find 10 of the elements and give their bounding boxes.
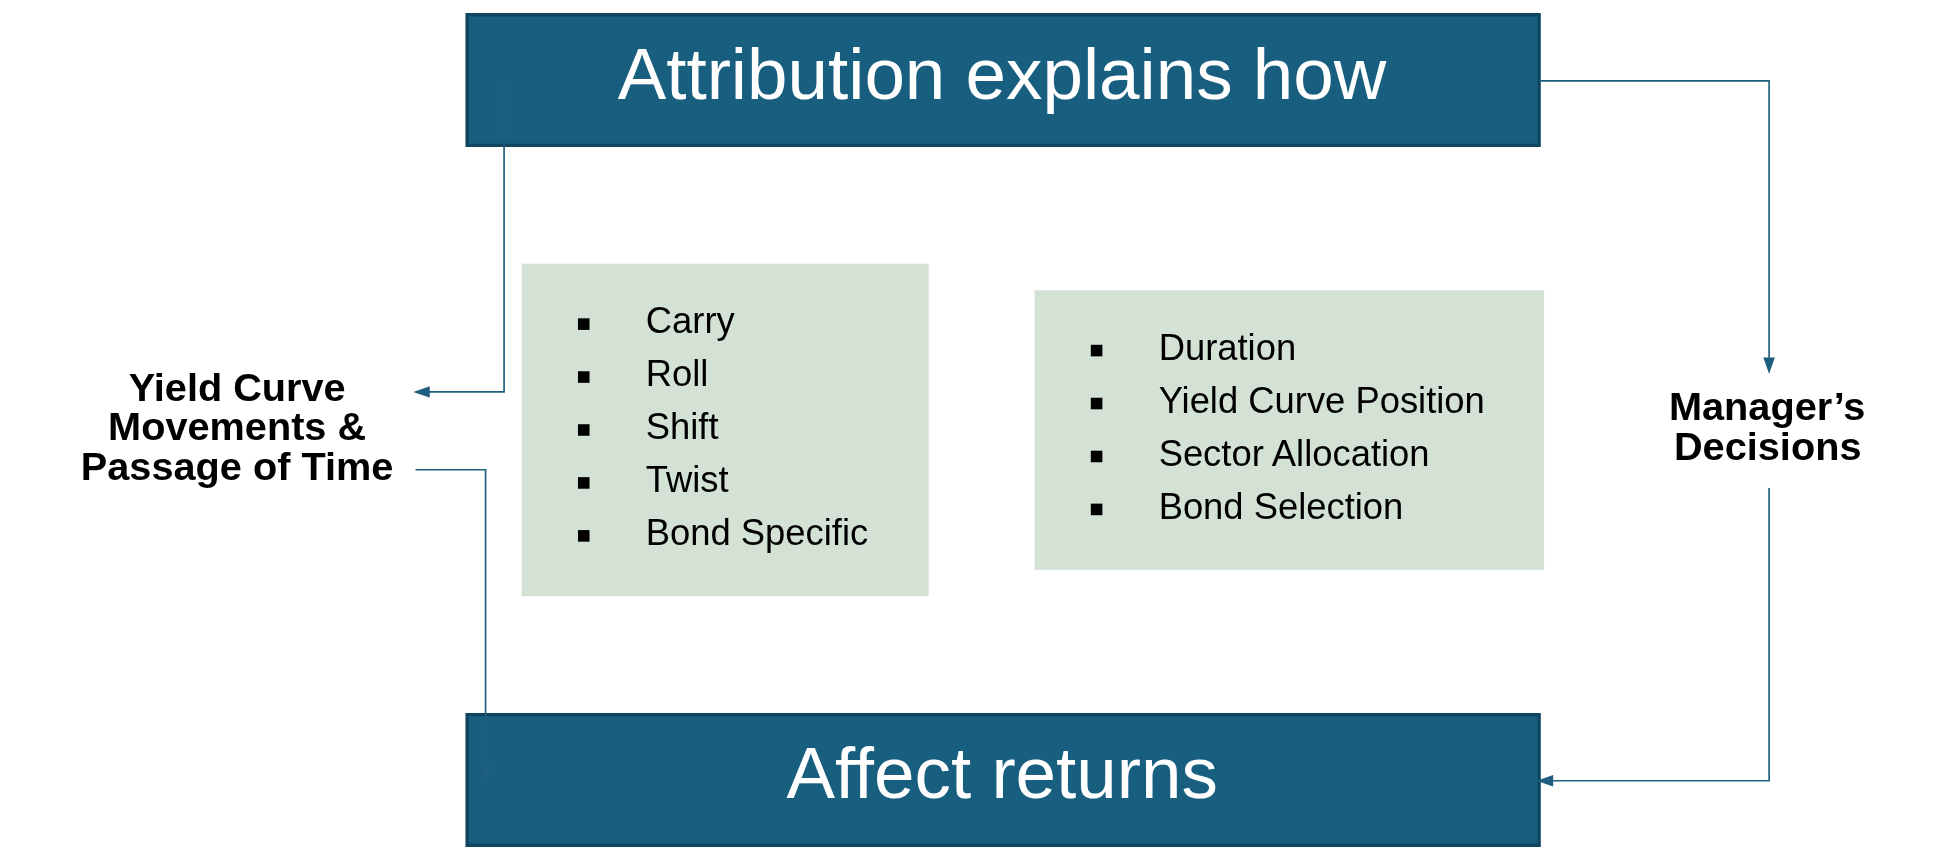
node-box: Carry Roll Shift Twist Bond Specific (521, 263, 929, 597)
arrow (1538, 80, 1775, 375)
arrow (1536, 487, 1770, 787)
arrow (414, 468, 492, 783)
arrow (413, 79, 505, 398)
node-text: Manager’s Decisions (1669, 384, 1866, 469)
node-box: Attribution explains how (465, 13, 1541, 148)
node-box: Duration Yield Curve Position Sector Allocation Bond Selection (1034, 290, 1545, 570)
node-box: Affect returns (465, 712, 1541, 847)
node-text: Yield Curve Movements & Passage of Time (80, 364, 394, 488)
